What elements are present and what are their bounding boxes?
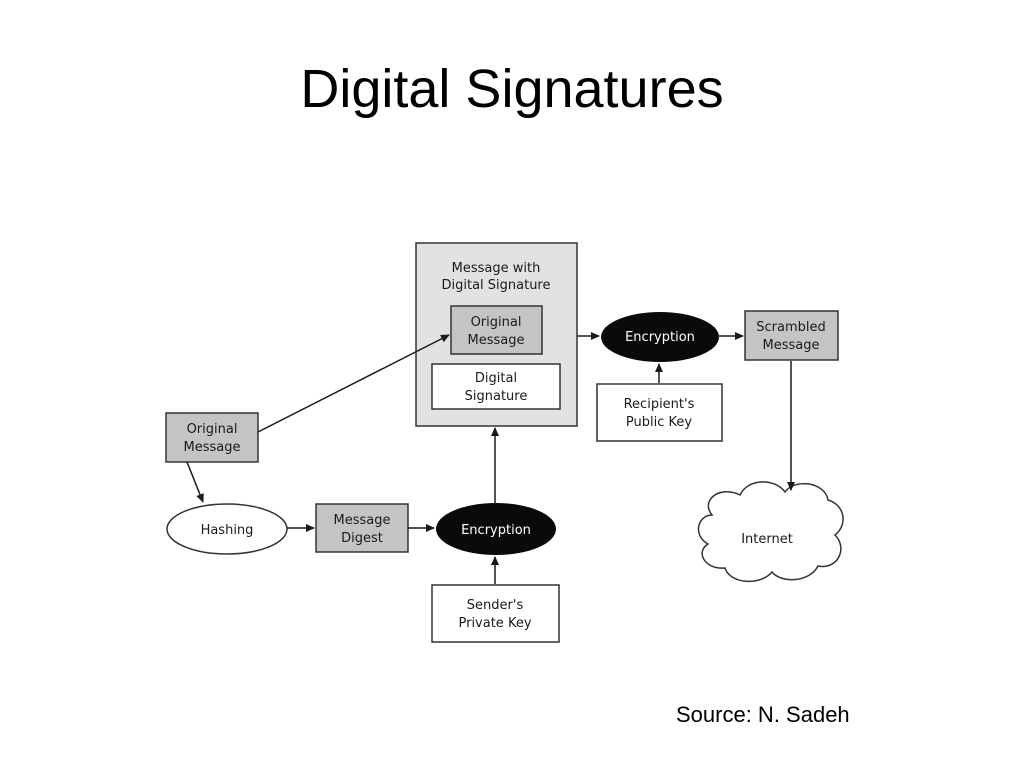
encryption-top-ellipse: Encryption	[601, 312, 719, 362]
private-key-line1: Sender's	[467, 598, 524, 613]
left-original-line2: Message	[184, 440, 241, 455]
internet-label: Internet	[741, 532, 793, 547]
inner-original-line1: Original	[471, 315, 522, 330]
inner-signature-line2: Signature	[465, 389, 528, 404]
encryption-bottom-ellipse: Encryption	[436, 503, 556, 555]
source-credit: Source: N. Sadeh	[676, 702, 850, 727]
encryption-bottom-label: Encryption	[461, 523, 531, 538]
scrambled-line2: Message	[763, 338, 820, 353]
original-message-box: Original Message	[165, 412, 259, 463]
message-digest-box: Message Digest	[315, 503, 409, 553]
encryption-top-label: Encryption	[625, 330, 695, 345]
hashing-ellipse: Hashing	[166, 503, 288, 555]
left-original-line1: Original	[187, 422, 238, 437]
public-key-line1: Recipient's	[624, 397, 695, 412]
scrambled-message-box: Scrambled Message	[744, 310, 839, 361]
slide-title: Digital Signatures	[300, 59, 724, 119]
arrow-original-to-signed	[257, 334, 450, 433]
digest-line2: Digest	[341, 531, 383, 546]
digest-line1: Message	[334, 513, 391, 528]
inner-digital-signature-box: Digital Signature	[431, 363, 561, 410]
flow-arrows	[186, 332, 795, 584]
scrambled-line1: Scrambled	[756, 320, 826, 335]
public-key-box: Recipient's Public Key	[596, 383, 723, 442]
private-key-line2: Private Key	[458, 616, 531, 631]
private-key-box: Sender's Private Key	[431, 584, 560, 643]
hashing-label: Hashing	[201, 523, 254, 538]
container-title-line1: Message with	[452, 261, 541, 276]
inner-signature-line1: Digital	[475, 371, 517, 386]
inner-original-message-box: Original Message	[450, 305, 543, 355]
inner-original-line2: Message	[468, 333, 525, 348]
container-title-line2: Digital Signature	[441, 278, 550, 293]
arrow-original-to-hashing	[186, 461, 204, 503]
public-key-line2: Public Key	[626, 415, 692, 430]
internet-cloud: Internet	[697, 481, 844, 583]
